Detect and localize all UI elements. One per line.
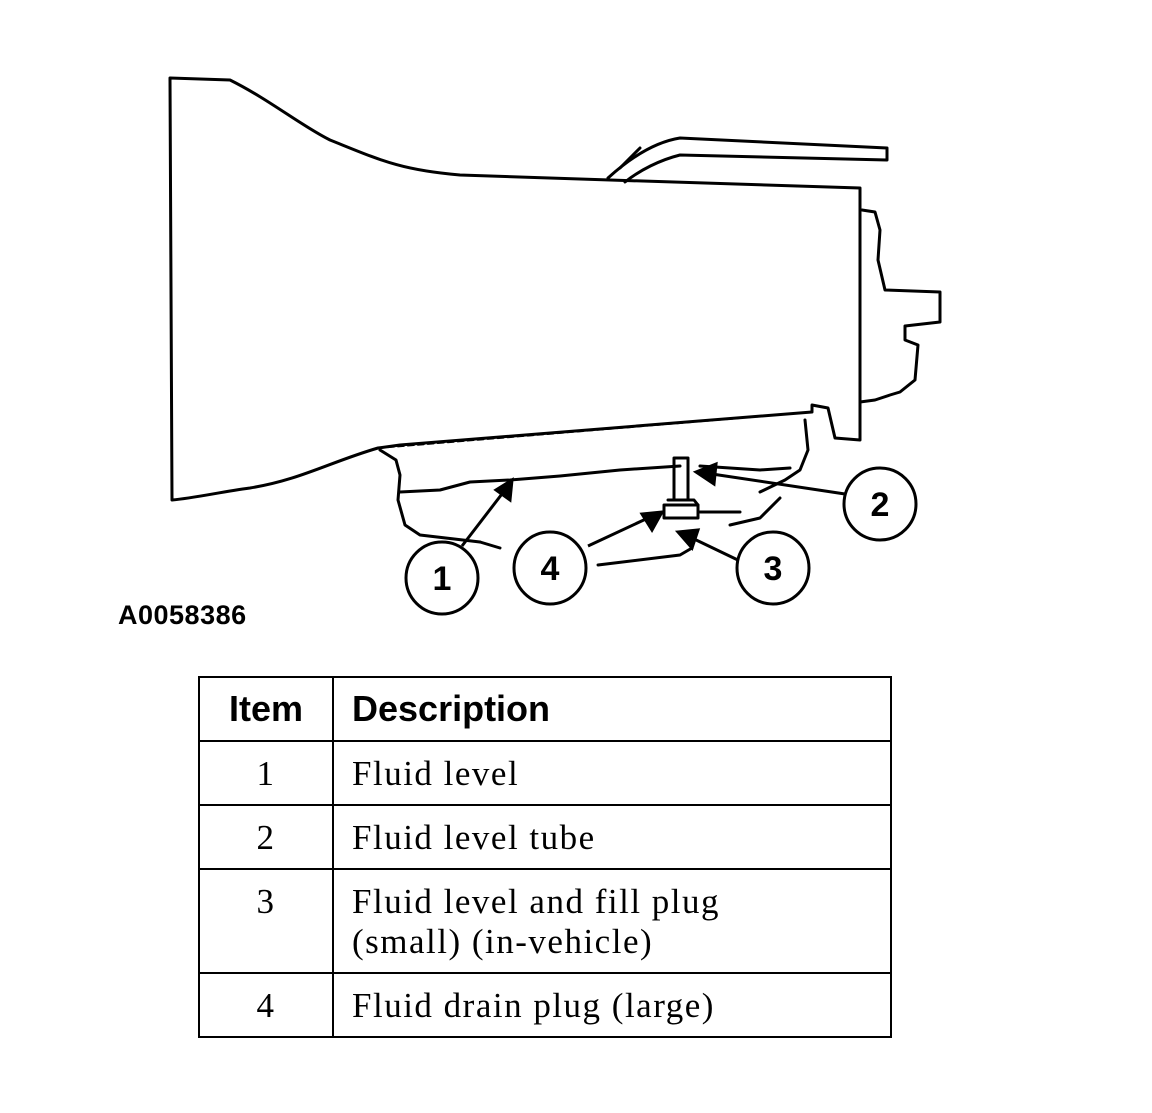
callout-label-3: 3 bbox=[764, 550, 783, 588]
arrow-3 bbox=[691, 536, 743, 564]
item-description: Fluid drain plug (large) bbox=[332, 972, 892, 1038]
item-description: Fluid level and fill plug (small) (in-ve… bbox=[332, 868, 892, 974]
fill-plug bbox=[662, 503, 700, 520]
item-number: 3 bbox=[198, 868, 334, 974]
cooler-line bbox=[606, 136, 889, 184]
table-row: 3 Fluid level and fill plug (small) (in-… bbox=[198, 868, 892, 974]
table-row: 4 Fluid drain plug (large) bbox=[198, 972, 892, 1038]
callout-label-2: 2 bbox=[871, 486, 890, 524]
item-number: 4 bbox=[198, 972, 334, 1038]
oil-pan bbox=[378, 448, 482, 544]
legend-header-row: Item Description bbox=[198, 676, 892, 742]
callout-label-1: 1 bbox=[433, 560, 452, 598]
callout-circle-4 bbox=[512, 530, 588, 606]
item-description: Fluid level bbox=[332, 740, 892, 806]
header-description: Description bbox=[332, 676, 892, 742]
item-number: 2 bbox=[198, 804, 334, 870]
item-number: 1 bbox=[198, 740, 334, 806]
header-item: Item bbox=[198, 676, 334, 742]
arrow-2 bbox=[711, 472, 846, 496]
callout-circle-3 bbox=[735, 530, 811, 606]
transmission-case bbox=[168, 76, 862, 502]
arrow-4 bbox=[587, 516, 649, 548]
callout-circle-2 bbox=[842, 466, 918, 542]
callout-circle-1 bbox=[404, 540, 480, 616]
callout-label-4: 4 bbox=[541, 550, 560, 588]
item-description: Fluid level tube bbox=[332, 804, 892, 870]
transmission-diagram: 1 2 3 4 bbox=[168, 76, 942, 616]
arrow-1 bbox=[460, 489, 507, 547]
legend-table: Item Description 1 Fluid level 2 Fluid l… bbox=[198, 676, 892, 1038]
table-row: 1 Fluid level bbox=[198, 740, 892, 806]
extension-housing bbox=[858, 208, 942, 404]
table-row: 2 Fluid level tube bbox=[198, 804, 892, 870]
figure-id: A0058386 bbox=[118, 600, 247, 630]
pan-seam bbox=[377, 411, 813, 449]
fluid-level-tube bbox=[672, 456, 690, 502]
